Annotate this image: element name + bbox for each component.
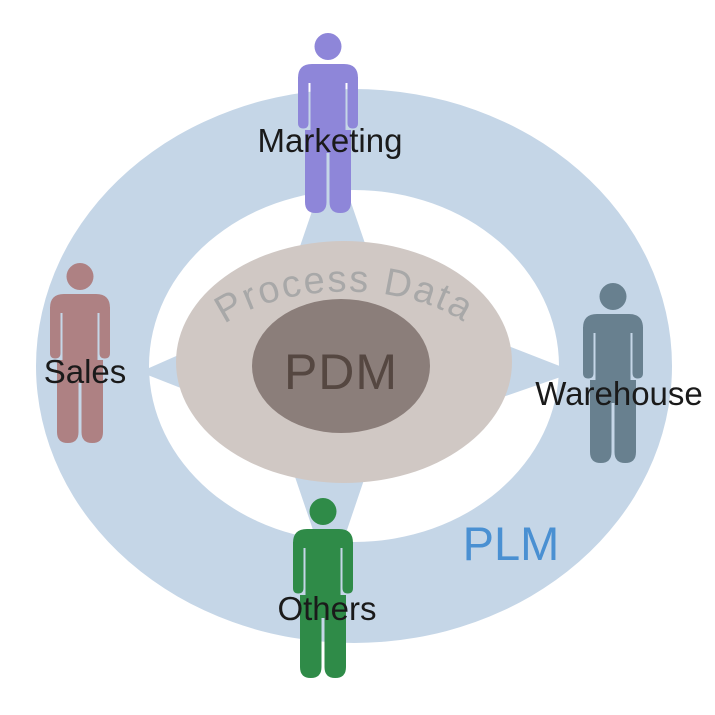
role-label-warehouse: Warehouse <box>535 375 703 412</box>
role-label-others: Others <box>277 590 376 627</box>
pdm-label: PDM <box>284 344 398 400</box>
role-label-sales: Sales <box>44 353 127 390</box>
plm-ring <box>36 89 672 643</box>
pdm-ellipse <box>252 299 430 433</box>
role-label-marketing: Marketing <box>258 122 403 159</box>
plm-label: PLM <box>463 517 560 570</box>
